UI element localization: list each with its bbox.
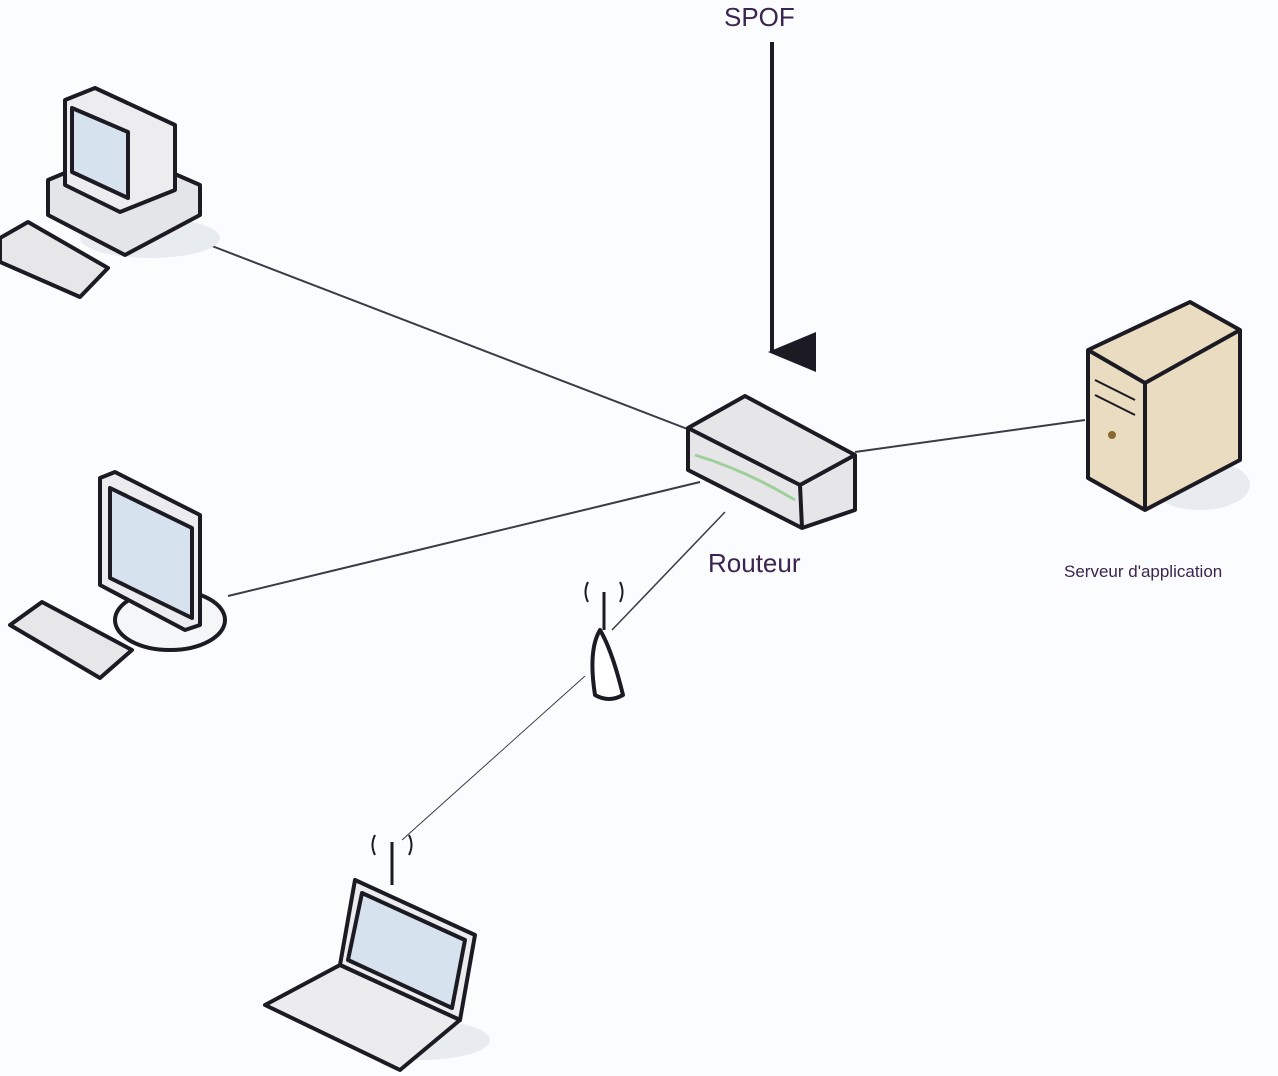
link-ap-laptop: [401, 675, 586, 841]
desktop-computer-icon[interactable]: [0, 86, 220, 299]
router-label: Routeur: [708, 548, 801, 578]
router-icon[interactable]: [686, 394, 857, 530]
monitor-icon[interactable]: [8, 470, 227, 680]
link-pc-router: [211, 245, 691, 431]
wireless-antenna-icon[interactable]: [584, 581, 625, 701]
laptop-icon[interactable]: [263, 834, 490, 1072]
link-workstation-router: [227, 481, 701, 597]
link-router-server: [854, 419, 1086, 453]
server-label: Serveur d'application: [1064, 562, 1223, 581]
server-tower-icon[interactable]: [1086, 300, 1250, 512]
link-router-ap: [611, 511, 726, 631]
spof-label: SPOF: [724, 2, 795, 32]
